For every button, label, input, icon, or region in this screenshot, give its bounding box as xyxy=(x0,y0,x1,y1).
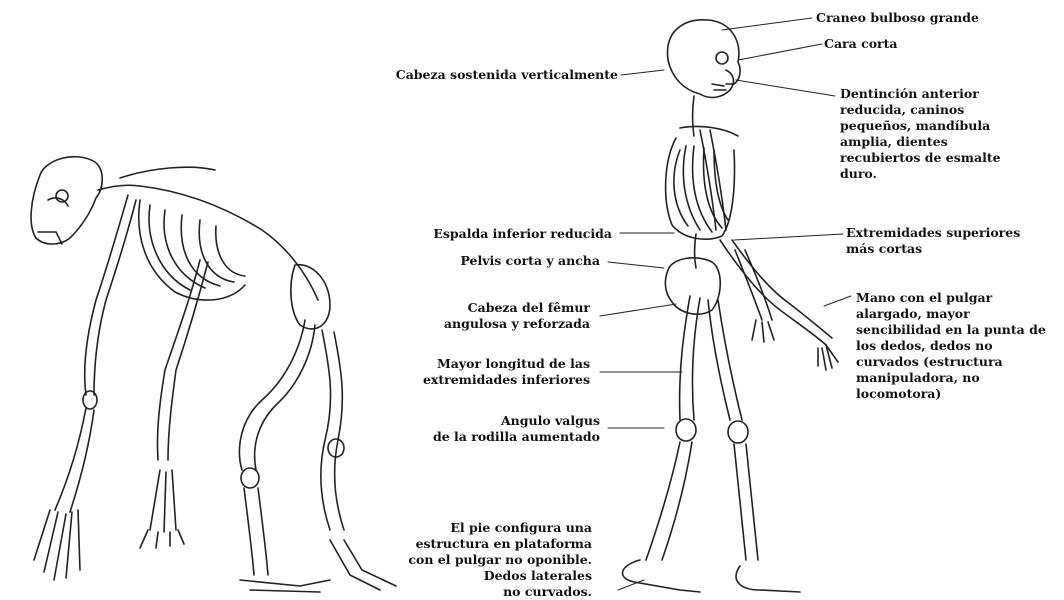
label-extremidades-superiores: Extremidades superiores más cortas xyxy=(846,225,1020,257)
label-cabeza: Cabeza sostenida verticalmente xyxy=(396,67,618,83)
label-valgus: Angulo valgus de la rodilla aumentado xyxy=(433,413,600,445)
leader-lines xyxy=(600,18,851,590)
label-espalda: Espalda inferior reducida xyxy=(433,226,612,242)
label-femur: Cabeza del fêmur angulosa y reforzada xyxy=(444,300,590,332)
label-mano: Mano con el pulgar alargado, mayor senci… xyxy=(856,290,1046,402)
label-cara: Cara corta xyxy=(824,36,898,52)
label-extremidades-inferiores: Mayor longitud de las extremidades infer… xyxy=(423,356,590,388)
label-denticion: Dentinción anterior reducida, caninos pe… xyxy=(840,86,1001,182)
label-pelvis: Pelvis corta y ancha xyxy=(460,253,600,269)
ape-skeleton xyxy=(31,157,396,592)
label-pie: El pie configura una estructura en plata… xyxy=(408,520,592,600)
human-skeleton xyxy=(623,20,838,592)
label-craneo: Craneo bulboso grande xyxy=(816,10,979,26)
